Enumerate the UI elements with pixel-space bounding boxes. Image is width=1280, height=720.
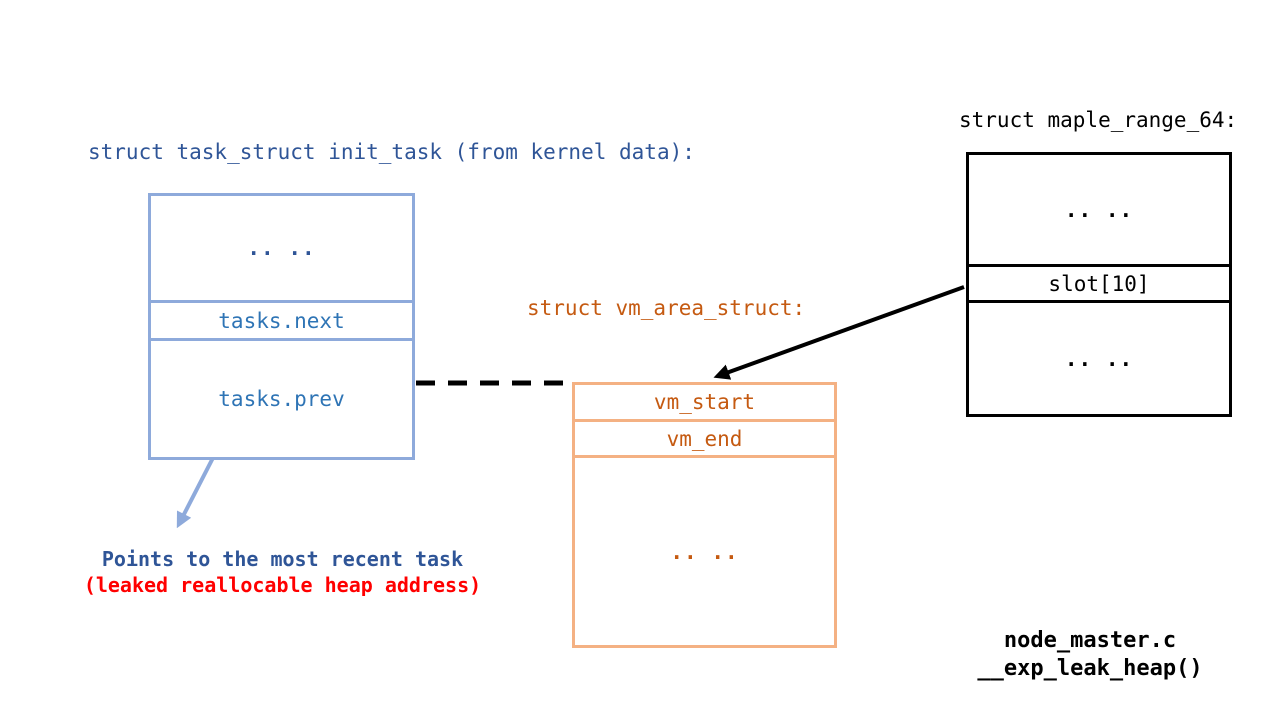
vm-area-struct-title: struct vm_area_struct: (527, 296, 806, 320)
task-struct-row-tasks-next: tasks.next (151, 303, 412, 341)
source-file-label: node_master.c (1003, 628, 1177, 653)
maple-range-box: .. .. slot[10] .. .. (966, 152, 1232, 417)
task-struct-title: struct task_struct init_task (from kerne… (88, 140, 695, 164)
maple-row-slot10: slot[10] (969, 267, 1229, 303)
maple-dots-top-cell: .. .. (969, 155, 1229, 267)
vma-row-vm-start: vm_start (575, 385, 834, 422)
task-struct-row-tasks-prev: tasks.prev (218, 387, 345, 411)
maple-dots-bottom-cell: .. .. (1064, 346, 1134, 371)
points-annotation-line1: Points to the most recent task (101, 547, 464, 571)
vma-dots-cell: .. .. (670, 539, 739, 564)
source-annotation: node_master.c __exp_leak_heap() (935, 627, 1245, 683)
vm-area-struct-box: vm_start vm_end .. .. (572, 382, 837, 648)
points-annotation-line2: (leaked reallocable heap address) (83, 573, 482, 597)
vma-row-vm-end: vm_end (575, 422, 834, 458)
points-annotation: Points to the most recent task (leaked r… (75, 546, 490, 598)
task-struct-dots-cell: .. .. (151, 196, 412, 303)
arrow-tasksprev-to-note (176, 449, 219, 529)
task-struct-box: .. .. tasks.next tasks.prev (148, 193, 415, 460)
maple-range-title: struct maple_range_64: (959, 108, 1238, 132)
source-function-label: __exp_leak_heap() (977, 656, 1203, 681)
